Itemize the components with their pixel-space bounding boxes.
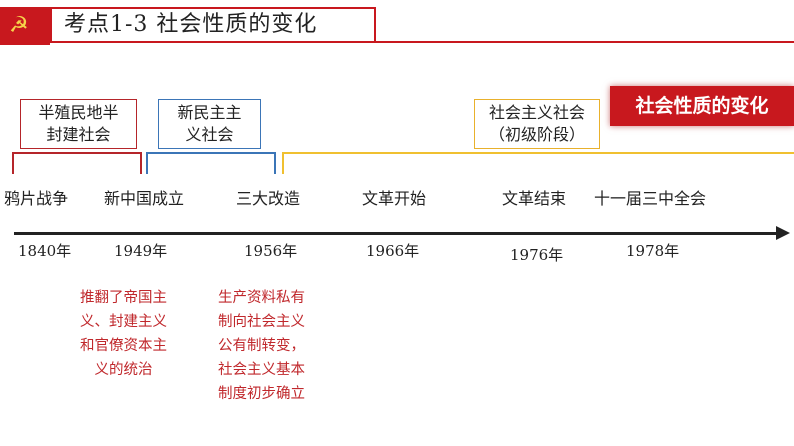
era-semi-colonial: 半殖民地半 封建社会 xyxy=(20,99,137,149)
year-label: 1956年 xyxy=(244,242,298,260)
era-label: 新民主主 义社会 xyxy=(177,103,242,144)
event-label: 三大改造 xyxy=(236,189,301,208)
event-label: 文革结束 xyxy=(502,189,567,208)
timeline-axis xyxy=(14,232,780,235)
event-label: 新中国成立 xyxy=(104,189,185,208)
era-bracket-socialist xyxy=(282,152,794,174)
year-label: 1976年 xyxy=(510,246,564,264)
note-1956: 生产资料私有 制向社会主义 公有制转变， 社会主义基本 制度初步确立 xyxy=(218,290,305,402)
era-label: 社会主义社会 （初级阶段） xyxy=(488,103,585,144)
event-label: 鸦片战争 xyxy=(4,189,69,208)
page-title: 考点1-3 社会性质的变化 xyxy=(64,12,318,37)
era-bracket-new-democratic xyxy=(146,152,276,174)
era-new-democratic: 新民主主 义社会 xyxy=(158,99,261,149)
hammer-sickle-icon: ☭ xyxy=(9,13,29,38)
era-bracket-semi-colonial xyxy=(12,152,142,174)
year-label: 1840年 xyxy=(18,242,72,260)
era-label: 半殖民地半 封建社会 xyxy=(38,103,119,144)
event-label: 十一届三中全会 xyxy=(594,189,707,208)
title-bar: ☭ 考点1-3 社会性质的变化 xyxy=(0,0,794,46)
title-emblem-block xyxy=(0,7,50,45)
year-label: 1949年 xyxy=(114,242,168,260)
title-frame xyxy=(50,7,376,43)
event-label: 文革开始 xyxy=(362,189,427,208)
title-underline xyxy=(376,41,794,43)
note-1949: 推翻了帝国主 义、封建主义 和官僚资本主 义的统治 xyxy=(80,290,167,378)
section-badge: 社会性质的变化 xyxy=(610,86,794,126)
year-label: 1966年 xyxy=(366,242,420,260)
arrow-right-icon xyxy=(776,226,790,240)
year-label: 1978年 xyxy=(626,242,680,260)
era-socialist: 社会主义社会 （初级阶段） xyxy=(474,99,600,149)
